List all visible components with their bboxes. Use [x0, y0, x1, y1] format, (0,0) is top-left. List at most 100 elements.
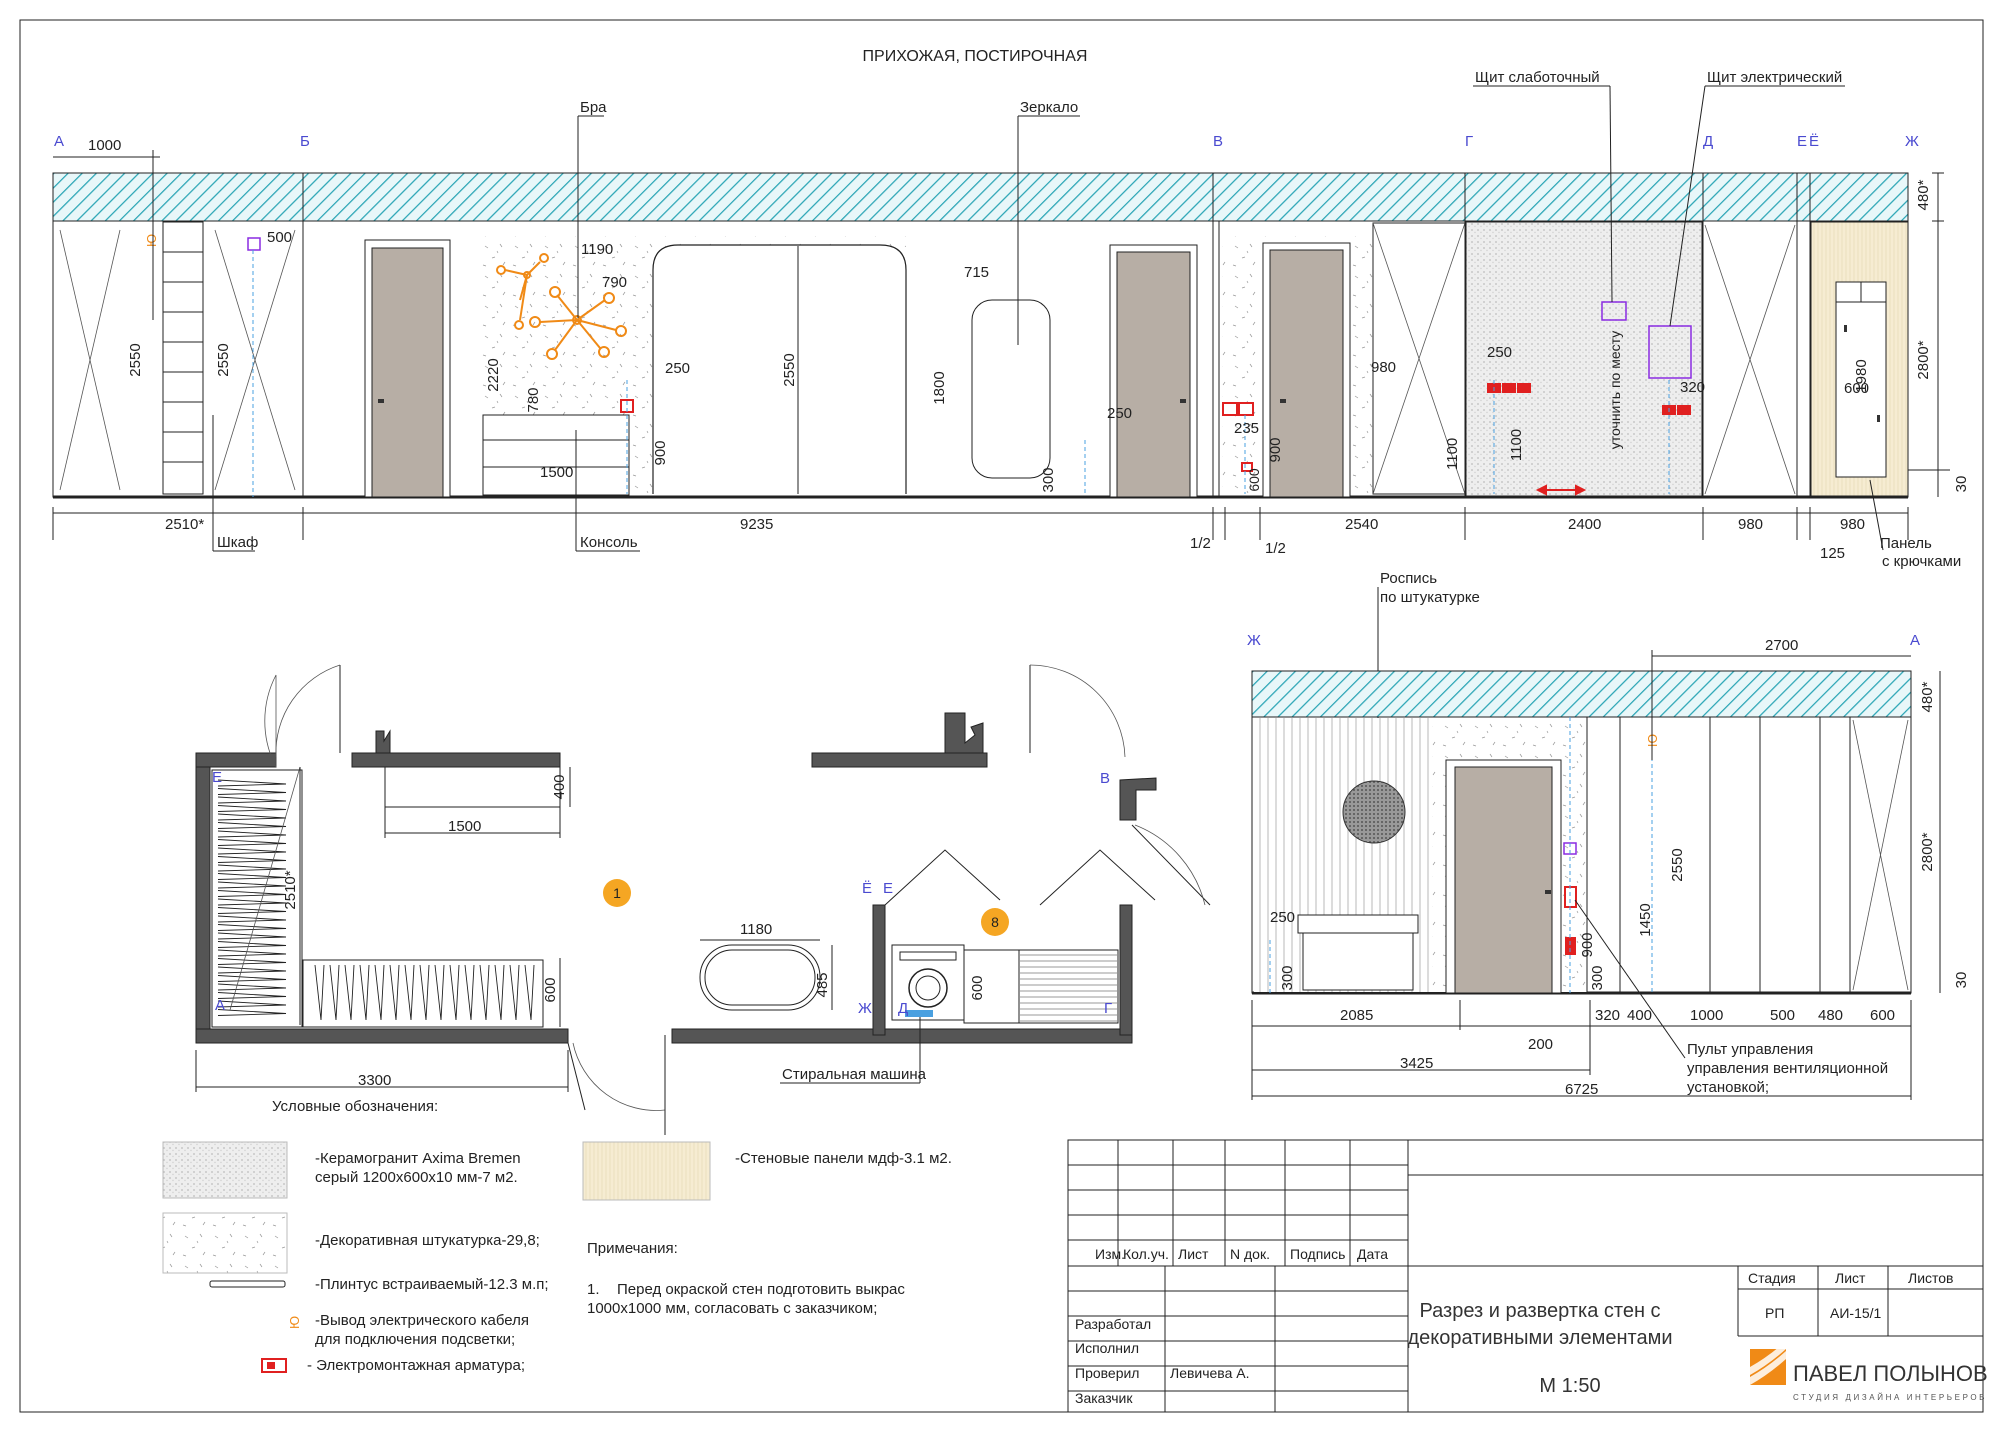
svg-text:ПАВЕЛ ПОЛЫНОВ: ПАВЕЛ ПОЛЫНОВ [1793, 1361, 1988, 1386]
door-elevation [1445, 759, 1562, 994]
hanger-mark [434, 964, 445, 1021]
svg-text:900: 900 [1579, 932, 1596, 957]
hanger-mark [217, 788, 287, 795]
floor-plan [195, 664, 1211, 1135]
svg-text:Левичева А.: Левичева А. [1170, 1365, 1250, 1381]
svg-text:780: 780 [525, 387, 542, 412]
svg-text:900: 900 [1267, 437, 1284, 462]
svg-text:125: 125 [1820, 545, 1845, 562]
svg-text:485: 485 [814, 972, 831, 997]
hanger-mark [217, 839, 287, 846]
svg-text:Дата: Дата [1357, 1246, 1388, 1262]
svg-text:300: 300 [1040, 467, 1057, 492]
callout-electric-panel: Щит электрический [1707, 69, 1842, 86]
hanger-mark [217, 992, 287, 999]
svg-text:500: 500 [267, 229, 292, 246]
svg-text:Листов: Листов [1908, 1270, 1954, 1286]
svg-text:Кол.уч.: Кол.уч. [1123, 1246, 1169, 1262]
svg-text:480*: 480* [1919, 681, 1936, 712]
svg-text:Примечания:: Примечания: [587, 1240, 678, 1257]
svg-text:Ж: Ж [858, 1000, 872, 1017]
bench-elevation [1297, 914, 1419, 991]
svg-text:1500: 1500 [448, 818, 481, 835]
svg-text:980: 980 [1371, 359, 1396, 376]
svg-text:6725: 6725 [1565, 1081, 1598, 1098]
sheet-frame [19, 19, 1984, 1413]
hanger-mark [217, 813, 287, 821]
hanger-mark [217, 1000, 287, 1008]
axis-label: Б [300, 133, 310, 150]
svg-text:30: 30 [1953, 972, 1970, 989]
svg-text:400: 400 [1627, 1007, 1652, 1024]
hanger-mark [464, 964, 475, 1021]
svg-text:1800: 1800 [931, 371, 948, 404]
electric-fitting-icon [1564, 886, 1577, 908]
hanger-mark [217, 983, 287, 991]
svg-text:-Керамогранит Axima Bremen: -Керамогранит Axima Bremen [315, 1150, 521, 1167]
door-elevation [1262, 242, 1351, 498]
svg-text:Исполнил: Исполнил [1075, 1340, 1139, 1356]
callout-mural: Роспись [1380, 570, 1437, 587]
hanger-mark [217, 924, 287, 931]
svg-text:Разработал: Разработал [1075, 1316, 1151, 1332]
hanger-mark [524, 964, 535, 1021]
svg-text:серый 1200х600х10 мм-7 м2.: серый 1200х600х10 мм-7 м2. [315, 1169, 518, 1186]
hanger-mark [217, 864, 287, 872]
svg-text:3425: 3425 [1400, 1055, 1433, 1072]
svg-text:600: 600 [1246, 468, 1262, 492]
svg-text:декоративными элементами: декоративными элементами [1407, 1327, 1672, 1349]
hanger-mark [217, 805, 287, 812]
hanger-mark [217, 779, 287, 787]
plan-axis-labels: Е А В Ё Е Ж Д Г [212, 769, 1112, 1017]
svg-text:-Плинтус встраиваемый-12.3 м.п: -Плинтус встраиваемый-12.3 м.п; [315, 1276, 549, 1293]
svg-text:1000х1000 мм, согласовать с за: 1000х1000 мм, согласовать с заказчиком; [587, 1300, 877, 1317]
svg-text:Разрез и развертка стен с: Разрез и развертка стен с [1419, 1300, 1660, 1322]
dimension-labels-vertical: 2550 2550 2220 780 2550 1800 900 300 900… [127, 179, 1970, 492]
svg-text:Заказчик: Заказчик [1075, 1390, 1133, 1406]
svg-text:Проверил: Проверил [1075, 1365, 1139, 1381]
hanger-mark [419, 964, 430, 1021]
svg-text:480: 480 [1818, 1007, 1843, 1024]
svg-text:- Электромонтажная арматура;: - Электромонтажная арматура; [307, 1357, 525, 1374]
dimension-lines-right [1251, 650, 1941, 1100]
tile-area [1465, 221, 1703, 497]
svg-text:250: 250 [665, 360, 690, 377]
axis-labels-top: А Б В Г Д Е Ё Ж [54, 133, 1919, 150]
hanger-mark [359, 964, 370, 1021]
svg-text:2800*: 2800* [1915, 340, 1932, 379]
svg-text:1180: 1180 [740, 921, 772, 938]
title-block: Изм. Кол.уч. Лист N док. Подпись Дата Ра… [1067, 1139, 1988, 1413]
hanger-mark [314, 964, 325, 1021]
svg-text:250: 250 [1487, 344, 1512, 361]
svg-text:Лист: Лист [1178, 1246, 1209, 1262]
svg-text:для подключения подсветки;: для подключения подсветки; [315, 1331, 515, 1348]
wardrobe-arch [652, 244, 907, 494]
axis-label: Г [1465, 133, 1473, 150]
axis-label: Ж [1905, 133, 1919, 150]
svg-text:-Декоративная штукатурка-29,8;: -Декоративная штукатурка-29,8; [315, 1232, 540, 1249]
hanger-mark [374, 964, 385, 1021]
svg-text:600: 600 [1870, 1007, 1895, 1024]
svg-text:РП: РП [1765, 1305, 1784, 1321]
callout-mirror: Зеркало [1020, 99, 1078, 116]
svg-text:300: 300 [1589, 965, 1606, 990]
axis-label: Е [1797, 133, 1807, 150]
callout-hook-panel: с крючками [1882, 553, 1961, 570]
svg-text:320: 320 [1680, 379, 1705, 396]
wardrobe-elevation [53, 220, 304, 497]
door-elevation [364, 239, 451, 498]
legend: Условные обозначения: -Керамогранит Axim… [162, 1098, 952, 1374]
svg-text:2550: 2550 [127, 343, 144, 376]
svg-text:1000: 1000 [88, 137, 121, 154]
hanger-mark [479, 964, 490, 1021]
hanger-mark [217, 890, 287, 897]
electric-fitting-icon [1241, 462, 1253, 472]
electric-fitting-icon [1565, 937, 1576, 955]
axis-label: А [1910, 632, 1920, 649]
callout-console: Консоль [580, 534, 638, 551]
hanger-mark [217, 966, 287, 974]
svg-text:1100: 1100 [1508, 429, 1525, 461]
svg-text:АИ-15/1: АИ-15/1 [1830, 1305, 1882, 1321]
svg-text:1/2: 1/2 [1265, 540, 1286, 557]
svg-text:2510*: 2510* [282, 870, 299, 909]
